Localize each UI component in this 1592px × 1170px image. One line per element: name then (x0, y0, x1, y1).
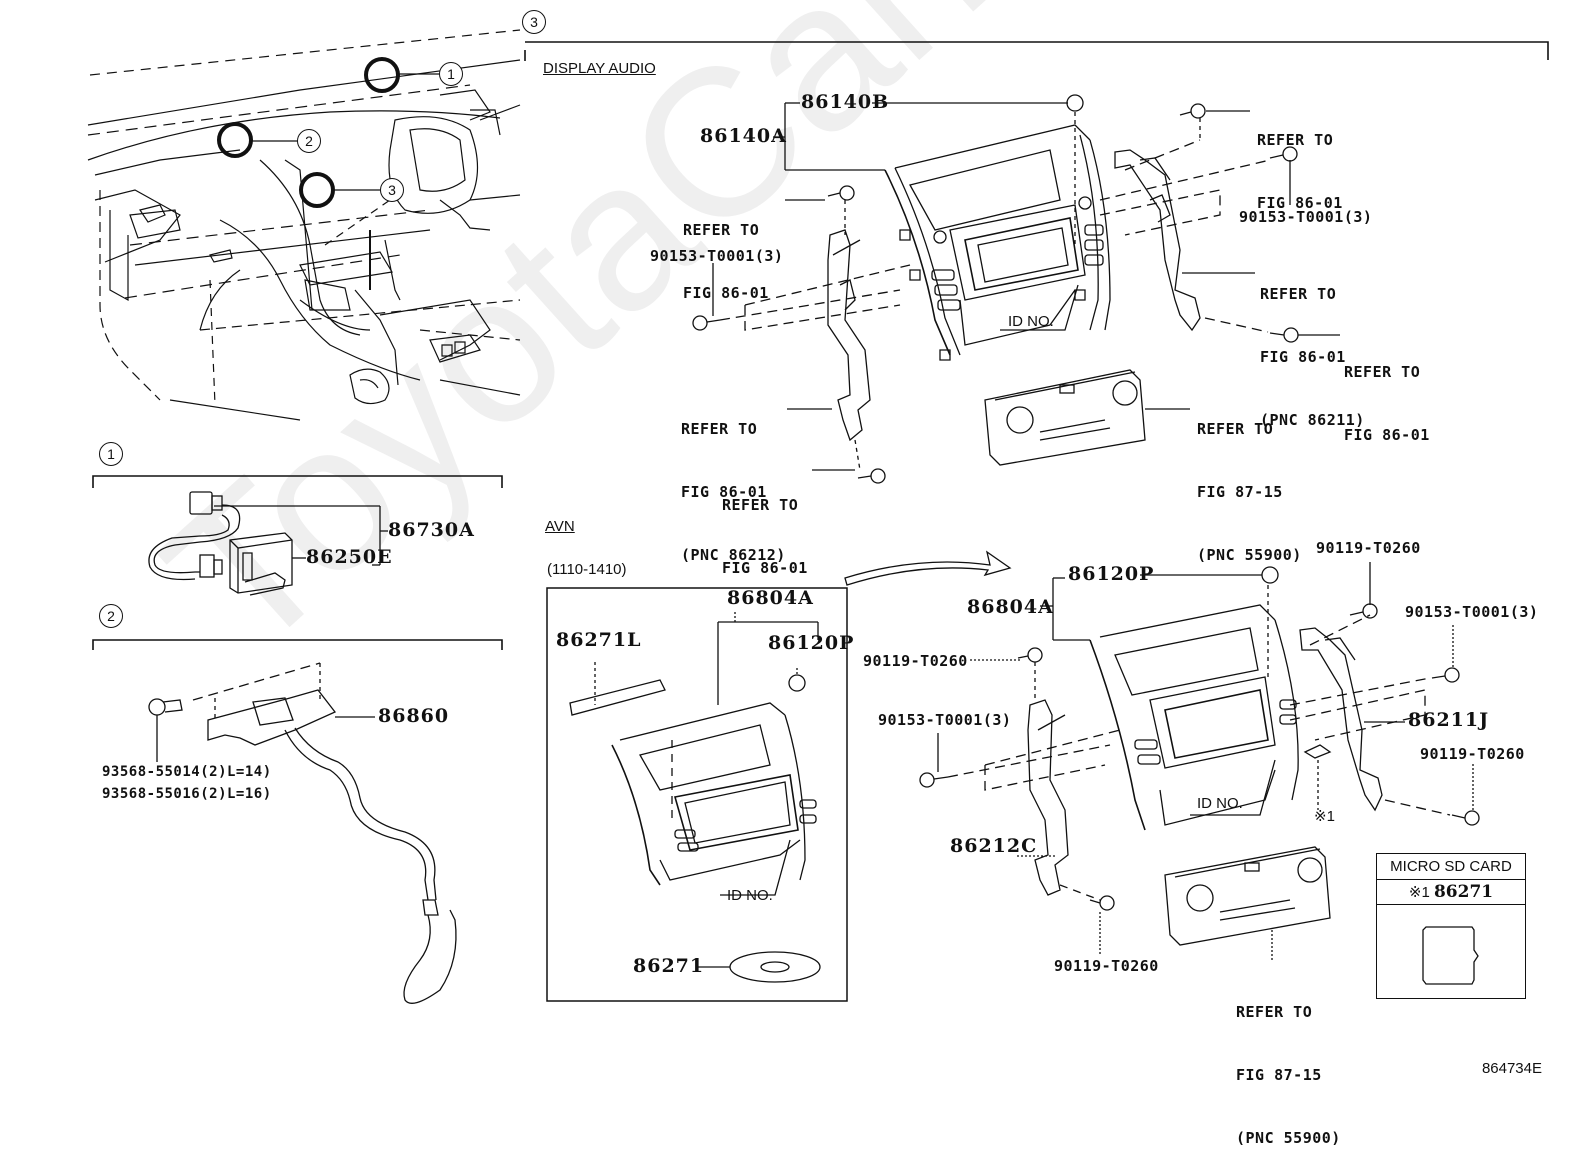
inset-part-86120p[interactable]: 86120P (768, 632, 855, 654)
part-86250e[interactable]: 86250E (306, 546, 393, 568)
ref-climate-panel-pnc-55900[interactable]: REFER TO FIG 87-15 (PNC 55900) (1197, 377, 1302, 587)
ref-line: REFER TO (1236, 1003, 1313, 1021)
camera-86860-illustration (148, 662, 457, 1004)
sd-card-marker: ※1 (1314, 808, 1335, 825)
display-audio-id-label: ID NO. (1008, 313, 1054, 330)
overview-callout-2[interactable]: 2 (297, 129, 321, 153)
part-86140b[interactable]: 86140B (801, 91, 890, 113)
avn-left-bracket-illustration (919, 647, 1121, 955)
avn-inset-box (546, 587, 848, 1002)
screw-93568-55014[interactable]: 93568-55014(2)L=14) (102, 764, 272, 780)
ref-line: FIG 86-01 (683, 284, 769, 302)
part-86860[interactable]: 86860 (378, 705, 450, 727)
screw-93568-55016[interactable]: 93568-55016(2)L=16) (102, 786, 272, 802)
micro-sd-card-part[interactable]: 86271 (1433, 882, 1494, 902)
avn-right-bracket-illustration (1289, 562, 1480, 826)
ref-left-bracket-pnc-86212[interactable]: REFER TO FIG 86-01 (PNC 86212) (681, 377, 786, 587)
ref-line: REFER TO (683, 221, 760, 239)
part-86730a[interactable]: 86730A (388, 519, 475, 541)
display-audio-panel-illustration (773, 94, 1111, 361)
ref-line: FIG 87-15 (1236, 1066, 1322, 1084)
ref-top-right-screw[interactable]: REFER TO FIG 86-01 (1257, 88, 1343, 235)
ref-line: (PNC 86212) (681, 546, 786, 564)
part-86212c[interactable]: 86212C (950, 835, 1038, 857)
part-86804a[interactable]: 86804A (967, 596, 1054, 618)
section-3-marker: 3 (522, 10, 546, 34)
part-90153-t0001-avn-right[interactable]: 90153-T0001(3) (1405, 603, 1539, 621)
part-86140a[interactable]: 86140A (700, 125, 787, 147)
ref-line: (PNC 86211) (1260, 411, 1365, 429)
inset-part-86271l[interactable]: 86271L (556, 629, 642, 651)
ref-line: (PNC 55900) (1197, 546, 1302, 564)
transition-arrow (844, 550, 1012, 586)
ref-line: FIG 86-01 (1260, 348, 1346, 366)
display-audio-right-bracket-illustration (1099, 103, 1340, 343)
part-90119-t0260-top-right[interactable]: 90119-T0260 (1316, 539, 1421, 557)
part-90119-t0260-top-left[interactable]: 90119-T0260 (863, 652, 968, 670)
inset-part-86804a[interactable]: 86804A (727, 587, 814, 609)
avn-inset-illustration (569, 612, 821, 983)
section-2-marker: 2 (99, 604, 123, 628)
ref-line: REFER TO (681, 420, 758, 438)
ref-line: (PNC 55900) (1236, 1129, 1341, 1147)
avn-date-range: (1110-1410) (547, 561, 627, 578)
ref-line: REFER TO (1260, 285, 1337, 303)
ref-line: REFER TO (1257, 131, 1334, 149)
ref-bottom-screw[interactable]: REFER TO FIG 86-01 (722, 453, 808, 600)
harness-86730a-illustration (148, 491, 388, 596)
part-90153-t0001-avn-left[interactable]: 90153-T0001(3) (878, 711, 1012, 729)
micro-sd-card-part-row[interactable]: ※1 86271 (1377, 880, 1525, 905)
dashboard-overview-illustration (87, 29, 521, 421)
ref-line: FIG 86-01 (722, 559, 808, 577)
ref-top-left-screw[interactable]: REFER TO FIG 86-01 (683, 178, 769, 325)
ref-line: FIG 86-01 (1344, 426, 1430, 444)
inset-id-label: ID NO. (727, 887, 773, 904)
overview-callout-1[interactable]: 1 (439, 62, 463, 86)
micro-sd-card-title: MICRO SD CARD (1377, 854, 1525, 880)
ref-line: FIG 86-01 (681, 483, 767, 501)
micro-sd-card-marker: ※1 (1408, 884, 1430, 901)
part-86211j[interactable]: 86211J (1408, 709, 1490, 731)
avn-id-label: ID NO. (1197, 795, 1243, 812)
ref-line: REFER TO (1344, 363, 1421, 381)
display-audio-title: DISPLAY AUDIO (543, 60, 656, 77)
section-brackets (92, 41, 1549, 650)
ref-avn-climate-panel-pnc-55900[interactable]: REFER TO FIG 87-15 (PNC 55900) (1236, 960, 1341, 1170)
diagram-artwork (87, 29, 1549, 1004)
overview-callout-3[interactable]: 3 (380, 178, 404, 202)
micro-sd-card-box: MICRO SD CARD ※1 86271 (1376, 853, 1526, 999)
display-audio-left-bracket-illustration (692, 185, 911, 484)
ref-line: REFER TO (722, 496, 799, 514)
overview-callouts (217, 57, 440, 208)
part-90119-t0260-right-lower[interactable]: 90119-T0260 (1420, 745, 1525, 763)
ref-line: REFER TO (1197, 420, 1274, 438)
climate-control-panel-illustration (984, 369, 1190, 466)
micro-sd-card-icon (1422, 926, 1479, 985)
part-86120p[interactable]: 86120P (1068, 563, 1155, 585)
inset-part-86271-disc[interactable]: 86271 (633, 955, 705, 977)
avn-climate-control-panel-illustration (1164, 846, 1331, 960)
ref-right-bracket-pnc-86211[interactable]: REFER TO FIG 86-01 (PNC 86211) (1260, 242, 1365, 452)
part-90153-t0001-left[interactable]: 90153-T0001(3) (650, 247, 784, 265)
part-90153-t0001-right[interactable]: 90153-T0001(3) (1239, 208, 1373, 226)
avn-title: AVN (545, 518, 575, 535)
ref-line: FIG 87-15 (1197, 483, 1283, 501)
section-1-marker: 1 (99, 442, 123, 466)
avn-main-panel-illustration (1040, 566, 1332, 831)
ref-line: FIG 86-01 (1257, 194, 1343, 212)
figure-code: 864734E (1481, 1060, 1542, 1077)
ref-right-lower-screw[interactable]: REFER TO FIG 86-01 (1344, 320, 1430, 467)
part-90119-t0260-bottom[interactable]: 90119-T0260 (1054, 957, 1159, 975)
